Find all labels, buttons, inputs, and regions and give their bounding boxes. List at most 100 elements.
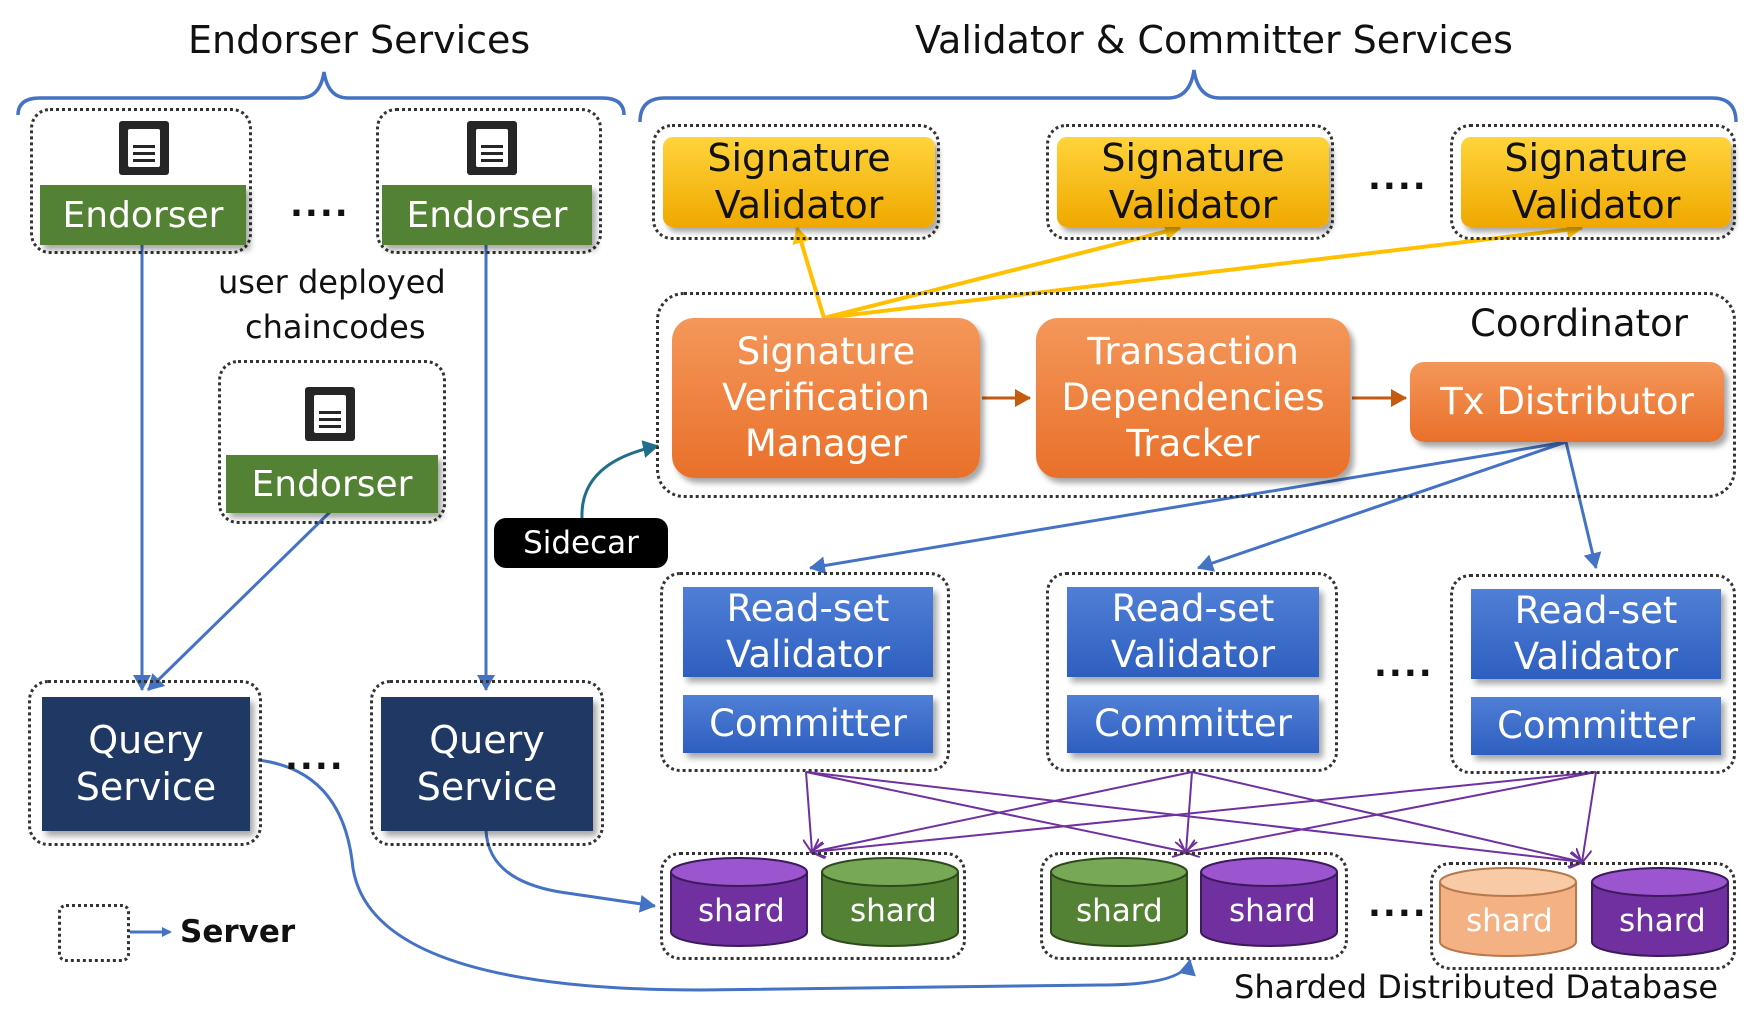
server-endorser-1: Endorser (30, 108, 252, 254)
tdt-line3: Tracker (1126, 422, 1260, 466)
shard-cylinder (1439, 867, 1577, 957)
link-c1-db2 (805, 771, 1186, 852)
tx-distributor: Tx Distributor (1410, 362, 1724, 442)
shard-label: shard (1076, 893, 1163, 929)
signature-validator-line1: Signature (1504, 135, 1688, 180)
endorser-services-brace (16, 71, 626, 116)
shard-cylinders (670, 857, 1729, 957)
query-service-line1: Query (88, 717, 204, 762)
header-validator-committer-services: Validator & Committer Services (915, 18, 1513, 62)
committer-box: Committer (683, 695, 933, 753)
server-sig-validator-3: Signature Validator (1450, 124, 1736, 240)
tdt-line2: Dependencies (1061, 375, 1325, 419)
link-c1-db1 (806, 771, 812, 852)
shard-cylinder (1591, 867, 1729, 957)
signature-verification-manager: Signature Verification Manager (672, 318, 980, 478)
query-service-box: Query Service (381, 697, 593, 831)
shard-cylinder (1200, 857, 1338, 947)
signature-validator-line2: Validator (1511, 183, 1681, 227)
shard-label: shard (1466, 903, 1553, 939)
readset-validator-line1: Read-set (726, 586, 890, 630)
readset-validator-line2: Validator (725, 633, 891, 676)
server-validator-committer-3: Read-set Validator Committer (1450, 574, 1736, 774)
validator-services-brace (638, 69, 1738, 123)
server-endorser-2: Endorser (376, 108, 602, 254)
document-icon (467, 121, 517, 175)
shard-label: shard (1229, 893, 1316, 929)
arrow-query1-shards (257, 758, 1196, 992)
coordinator-server (656, 292, 1736, 498)
arrow-svm-sigval3 (823, 220, 1583, 320)
signature-validator-box: Signature Validator (1057, 135, 1329, 227)
server-db-3 (1430, 862, 1736, 970)
shard-cylinder (1050, 857, 1188, 947)
query-service-line1: Query (429, 717, 545, 762)
tdt-line1: Transaction (1087, 329, 1299, 373)
arrow-dist-rsv1 (809, 440, 1567, 575)
query-service-box: Query Service (42, 697, 250, 831)
document-icon (305, 387, 355, 441)
server-validator-committer-1: Read-set Validator Committer (660, 572, 950, 772)
readset-validator-line2: Validator (1110, 633, 1276, 676)
signature-validator-line1: Signature (1101, 135, 1285, 180)
committer-shard-links (805, 771, 1597, 862)
link-c1-db3 (805, 771, 1582, 862)
svm-line2: Verification (722, 375, 930, 419)
committer-box: Committer (1067, 695, 1319, 753)
readset-validator-line1: Read-set (1514, 588, 1678, 632)
ellipsis-sig-validators: .... (1368, 158, 1428, 198)
legend-server-label: Server (180, 914, 296, 950)
signature-validator-line2: Validator (1108, 183, 1278, 227)
arrow-endorser3-query1 (146, 510, 332, 692)
link-c2-db2 (1186, 771, 1192, 852)
endorser-box: Endorser (226, 455, 438, 513)
server-sig-validator-2: Signature Validator (1046, 124, 1334, 240)
link-c3-db1 (812, 771, 1597, 852)
server-query-1: Query Service (28, 680, 262, 846)
arrow-sidecar-svm (580, 440, 659, 519)
shard-cylinder (670, 857, 808, 947)
link-c2-db3 (1191, 771, 1582, 862)
shard-cylinder (821, 857, 959, 947)
user-chaincodes-line2: chaincodes (245, 308, 426, 346)
signature-validator-box: Signature Validator (663, 135, 935, 227)
server-query-2: Query Service (370, 680, 604, 846)
readset-validator-line2: Validator (1513, 635, 1679, 678)
header-endorser-services: Endorser Services (188, 18, 531, 62)
readset-validator-box: Read-set Validator (683, 587, 933, 677)
shard-label: shard (850, 893, 937, 929)
transaction-dependencies-tracker: Transaction Dependencies Tracker (1036, 318, 1350, 478)
server-validator-committer-2: Read-set Validator Committer (1046, 572, 1338, 772)
link-c3-db2 (1186, 771, 1597, 852)
document-icon (119, 121, 169, 175)
shard-label: shard (698, 893, 785, 929)
shard-label: shard (1619, 903, 1706, 939)
signature-validator-line1: Signature (707, 135, 891, 180)
server-db-2 (1040, 852, 1348, 960)
ellipsis-committers: .... (1374, 645, 1434, 685)
ellipsis-query: .... (285, 738, 345, 778)
ellipsis-db: .... (1368, 885, 1428, 925)
server-endorser-3: Endorser (218, 360, 446, 524)
arrow-query2-shards (484, 829, 656, 913)
link-c3-db3 (1582, 771, 1597, 862)
arrow-dist-rsv3 (1564, 441, 1602, 569)
sharded-db-label: Sharded Distributed Database (1234, 968, 1719, 1006)
arrow-dist-rsv2 (1197, 440, 1567, 572)
committer-box: Committer (1471, 697, 1721, 755)
coordinator-label: Coordinator (1470, 302, 1688, 345)
sidecar-label: Sidecar (494, 518, 668, 568)
server-sig-validator-1: Signature Validator (652, 124, 940, 240)
signature-validator-line2: Validator (714, 183, 884, 227)
server-db-1 (660, 852, 966, 960)
readset-validator-box: Read-set Validator (1471, 589, 1721, 679)
endorser-box: Endorser (40, 185, 246, 245)
signature-validator-box: Signature Validator (1461, 135, 1731, 227)
query-service-line2: Service (75, 765, 217, 809)
arrow-svm-sigval2 (823, 222, 1181, 320)
readset-validator-box: Read-set Validator (1067, 587, 1319, 677)
readset-validator-line1: Read-set (1111, 586, 1275, 630)
link-c2-db1 (812, 771, 1193, 852)
legend-server-box (58, 904, 130, 962)
